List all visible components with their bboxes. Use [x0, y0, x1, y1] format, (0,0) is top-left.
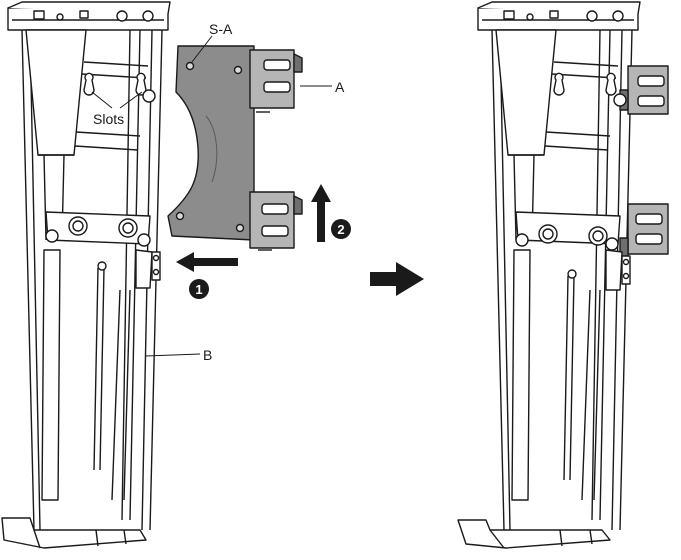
left-middle-plate [45, 211, 151, 247]
right-mounted-upper-hook [613, 65, 669, 115]
left-keyhole-slots [83, 72, 156, 103]
step-2-arrow [311, 184, 331, 242]
step-1-badge: 1 [189, 279, 209, 299]
transition-arrow-icon [370, 262, 424, 296]
bracket-lower-hook [249, 191, 303, 251]
right-mounted-lower-hook [619, 203, 669, 259]
leader-lines-slots [91, 91, 143, 109]
label-part-b: B [203, 347, 212, 363]
leader-line-sa [191, 35, 213, 63]
left-bottom-foot [1, 517, 147, 549]
right-assembly [457, 1, 669, 549]
step-1-arrow [176, 252, 238, 272]
step-2-badge: 2 [331, 219, 351, 239]
left-assembly [1, 1, 201, 549]
right-keyhole-slots [553, 72, 617, 96]
left-upper-tube [25, 29, 87, 241]
leader-line-b [145, 353, 201, 357]
bracket-a [167, 35, 332, 251]
left-top-plate [7, 1, 171, 31]
right-middle-plate [515, 211, 621, 251]
label-slots: Slots [93, 111, 124, 127]
right-upper-tube [495, 29, 557, 241]
right-lower-slider [511, 249, 631, 501]
label-part-a: A [335, 79, 345, 95]
bracket-upper-hook [249, 49, 303, 113]
label-screw-sa: S-A [209, 21, 233, 37]
step-1-number: 1 [195, 282, 202, 297]
right-bottom-foot [457, 519, 611, 549]
step-2-number: 2 [337, 222, 344, 237]
right-top-plate [477, 1, 641, 31]
left-lower-slider [41, 249, 161, 501]
